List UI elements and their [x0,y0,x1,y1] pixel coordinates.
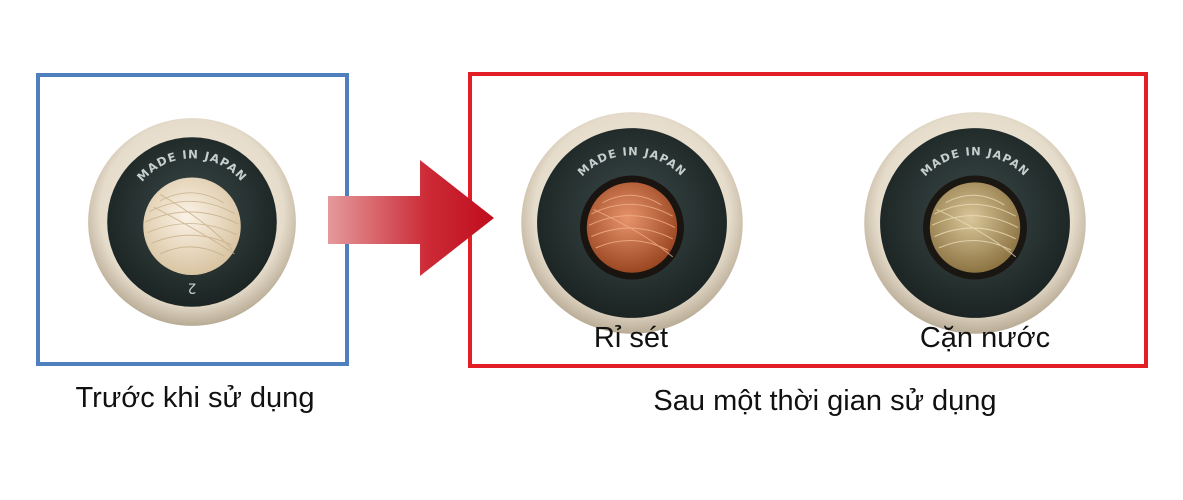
rust-label: Rỉ sét [593,322,669,354]
clean-filter-image: MADE IN JAPAN 2 [88,118,296,326]
after-caption: Sau một thời gian sử dụng [653,385,997,417]
rusty-filter-image: MADE IN JAPAN [521,112,743,334]
before-mark: 2 [188,279,197,295]
arrow-icon [328,160,494,276]
scale-label: Cặn nước [919,322,1051,354]
before-caption: Trước khi sử dụng [75,382,315,414]
scaled-filter-image: MADE IN JAPAN [864,112,1086,334]
